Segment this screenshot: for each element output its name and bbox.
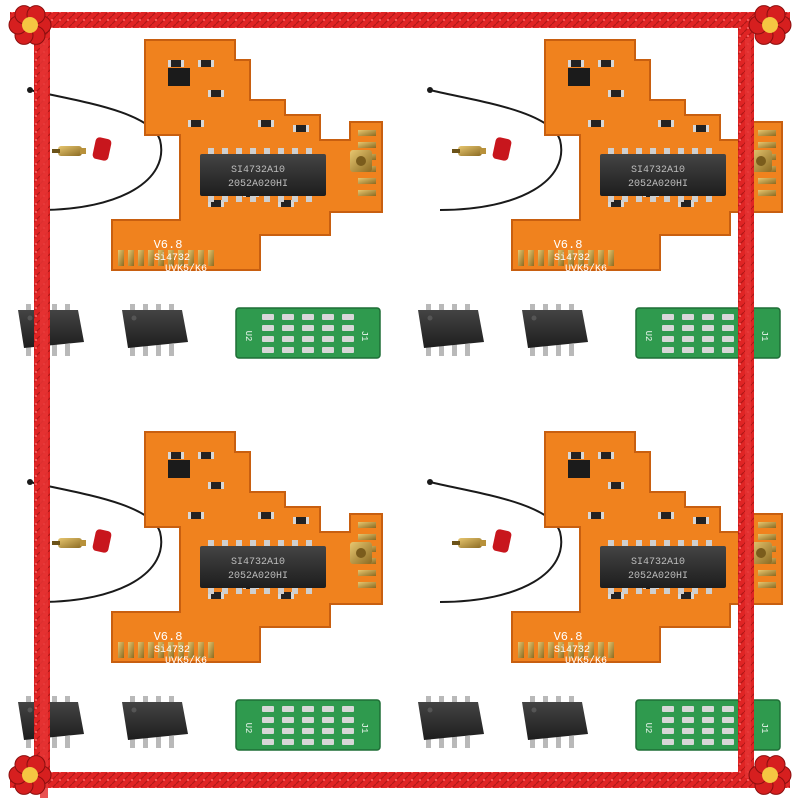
green-board-j1-label: J1 bbox=[359, 331, 369, 342]
soic8-chip-1 bbox=[18, 696, 84, 748]
green-board-j1-label: J1 bbox=[759, 723, 769, 734]
board-chip-label: Si4732 bbox=[554, 252, 590, 264]
wire-end bbox=[27, 479, 33, 485]
red-flower-ornament-icon-2 bbox=[748, 5, 792, 45]
green-board-u2-label: U2 bbox=[643, 331, 653, 342]
si4732-ic-chip: SI4732A10 2052A020HI bbox=[200, 540, 326, 594]
green-breakout-board: U2 J1 bbox=[235, 307, 381, 359]
transistor bbox=[568, 68, 590, 86]
soic8-chip-1 bbox=[418, 696, 484, 748]
chip-marking-line2: 2052A020HI bbox=[228, 571, 288, 582]
antenna-wire bbox=[429, 89, 563, 211]
soic8-chip-2 bbox=[122, 304, 188, 356]
sma-connector-icon bbox=[452, 146, 486, 156]
chip-marking-line2: 2052A020HI bbox=[628, 179, 688, 190]
soic8-chip-1 bbox=[18, 304, 84, 356]
soic8-chip-1 bbox=[418, 304, 484, 356]
board-chip-label: Si4732 bbox=[154, 644, 190, 656]
red-led-cap bbox=[92, 529, 112, 553]
chip-marking-line2: 2052A020HI bbox=[228, 179, 288, 190]
si4732-ic-chip: SI4732A10 2052A020HI bbox=[600, 148, 726, 202]
board-chip-label: Si4732 bbox=[154, 252, 190, 264]
wire-end bbox=[427, 479, 433, 485]
green-breakout-board: U2 J1 bbox=[635, 699, 781, 751]
red-led-cap bbox=[492, 137, 512, 161]
soic8-chip-2 bbox=[522, 696, 588, 748]
red-flower-ornament-icon-4 bbox=[748, 755, 792, 795]
green-board-u2-label: U2 bbox=[243, 723, 253, 734]
green-board-j1-label: J1 bbox=[759, 331, 769, 342]
chip-marking-line1: SI4732A10 bbox=[231, 557, 285, 568]
board-chip-label: Si4732 bbox=[554, 644, 590, 656]
antenna-wire bbox=[429, 481, 563, 603]
red-led-cap bbox=[492, 529, 512, 553]
wire-end bbox=[427, 87, 433, 93]
wire-end bbox=[27, 87, 33, 93]
red-flower-ornament-icon-3 bbox=[8, 755, 52, 795]
corner-ornaments bbox=[8, 5, 792, 795]
board-version-label: V6.8 bbox=[554, 238, 583, 252]
board-model-label: UVK5/K6 bbox=[165, 263, 207, 275]
board-model-label: UVK5/K6 bbox=[565, 655, 607, 667]
green-board-u2-label: U2 bbox=[243, 331, 253, 342]
red-flower-ornament-icon-1 bbox=[8, 5, 52, 45]
antenna-wire bbox=[29, 481, 163, 603]
green-board-j1-label: J1 bbox=[359, 723, 369, 734]
sma-connector-icon bbox=[452, 538, 486, 548]
green-breakout-board: U2 J1 bbox=[635, 307, 781, 359]
green-board-u2-label: U2 bbox=[643, 723, 653, 734]
board-version-label: V6.8 bbox=[554, 630, 583, 644]
red-frame bbox=[10, 12, 790, 798]
board-model-label: UVK5/K6 bbox=[565, 263, 607, 275]
chip-marking-line1: SI4732A10 bbox=[231, 165, 285, 176]
soic8-chip-2 bbox=[122, 696, 188, 748]
board-model-label: UVK5/K6 bbox=[165, 655, 207, 667]
green-breakout-board: U2 J1 bbox=[235, 699, 381, 751]
transistor bbox=[568, 460, 590, 478]
si4732-ic-chip: SI4732A10 2052A020HI bbox=[200, 148, 326, 202]
transistor bbox=[168, 68, 190, 86]
si4732-ic-chip: SI4732A10 2052A020HI bbox=[600, 540, 726, 594]
board-version-label: V6.8 bbox=[154, 630, 183, 644]
chip-marking-line2: 2052A020HI bbox=[628, 571, 688, 582]
sma-connector-icon bbox=[52, 146, 86, 156]
sma-connector-icon bbox=[52, 538, 86, 548]
board-version-label: V6.8 bbox=[154, 238, 183, 252]
soic8-chip-2 bbox=[522, 304, 588, 356]
red-led-cap bbox=[92, 137, 112, 161]
transistor bbox=[168, 460, 190, 478]
chip-marking-line1: SI4732A10 bbox=[631, 557, 685, 568]
antenna-wire bbox=[29, 89, 163, 211]
chip-marking-line1: SI4732A10 bbox=[631, 165, 685, 176]
